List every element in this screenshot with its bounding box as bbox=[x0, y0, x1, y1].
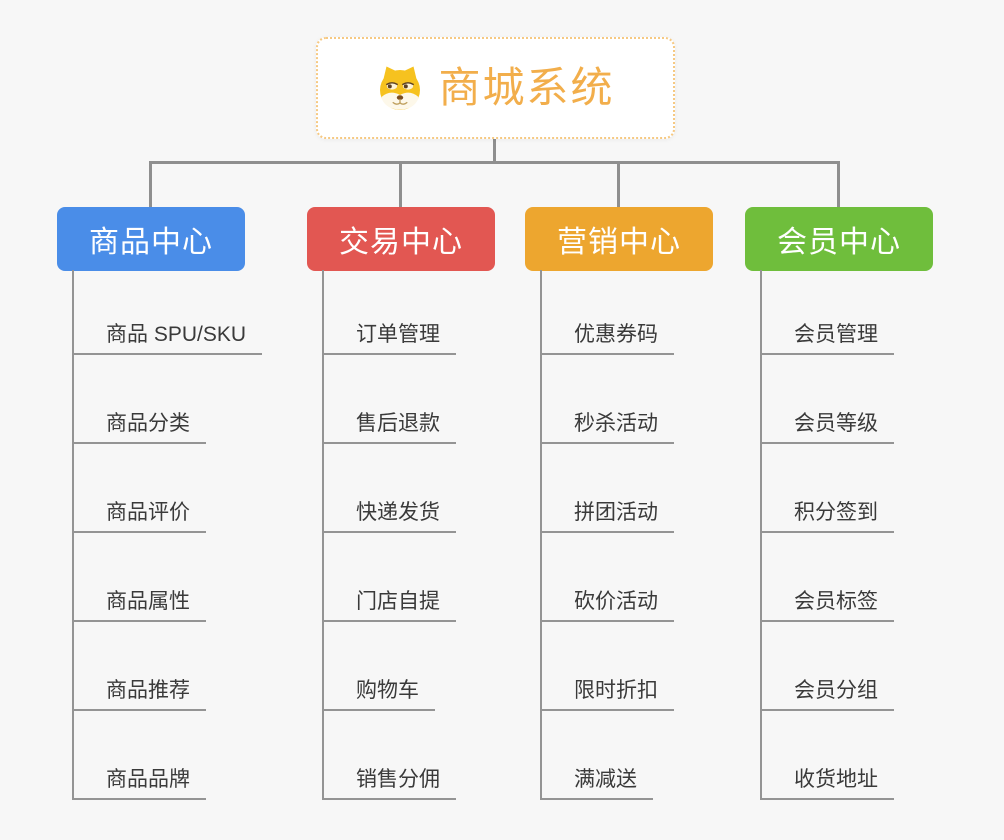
leaf-node[interactable]: 快递发货 bbox=[322, 493, 456, 533]
leaf-node[interactable]: 优惠券码 bbox=[540, 315, 674, 355]
leaf-node[interactable]: 积分签到 bbox=[760, 493, 894, 533]
drop-connector-marketing bbox=[617, 161, 620, 208]
branch-header-members[interactable]: 会员中心 bbox=[745, 207, 933, 271]
leaf-node[interactable]: 订单管理 bbox=[322, 315, 456, 355]
root-node[interactable]: 商城系统 bbox=[316, 37, 675, 139]
leaf-node[interactable]: 会员等级 bbox=[760, 404, 894, 444]
branch-header-products[interactable]: 商品中心 bbox=[57, 207, 245, 271]
leaf-node[interactable]: 会员分组 bbox=[760, 671, 894, 711]
dog-face-icon bbox=[380, 66, 421, 110]
leaf-node[interactable]: 购物车 bbox=[322, 671, 435, 711]
leaf-node[interactable]: 拼团活动 bbox=[540, 493, 674, 533]
leaf-node[interactable]: 售后退款 bbox=[322, 404, 456, 444]
leaf-node[interactable]: 商品推荐 bbox=[72, 671, 206, 711]
leaf-node[interactable]: 商品 SPU/SKU bbox=[72, 315, 263, 355]
leaf-node[interactable]: 商品评价 bbox=[72, 493, 206, 533]
drop-connector-products bbox=[149, 161, 152, 208]
leaf-node[interactable]: 会员管理 bbox=[760, 315, 894, 355]
leaf-node[interactable]: 商品属性 bbox=[72, 582, 206, 622]
leaf-node[interactable]: 商品分类 bbox=[72, 404, 206, 444]
leaf-node[interactable]: 限时折扣 bbox=[540, 671, 674, 711]
drop-connector-trade bbox=[399, 161, 402, 208]
branch-bus-connector bbox=[149, 161, 840, 164]
trunk-connector-members bbox=[760, 270, 762, 800]
leaf-node[interactable]: 收货地址 bbox=[760, 760, 894, 800]
trunk-connector-marketing bbox=[540, 270, 542, 800]
drop-connector-members bbox=[837, 161, 840, 208]
leaf-node[interactable]: 商品品牌 bbox=[72, 760, 206, 800]
leaf-node[interactable]: 秒杀活动 bbox=[540, 404, 674, 444]
trunk-connector-products bbox=[72, 270, 74, 800]
trunk-connector-trade bbox=[322, 270, 324, 800]
leaf-node[interactable]: 门店自提 bbox=[322, 582, 456, 622]
leaf-node[interactable]: 销售分佣 bbox=[322, 760, 456, 800]
branch-header-marketing[interactable]: 营销中心 bbox=[525, 207, 713, 271]
leaf-node[interactable]: 会员标签 bbox=[760, 582, 894, 622]
root-stem-connector bbox=[493, 139, 496, 164]
root-node-title: 商城系统 bbox=[438, 64, 615, 111]
leaf-node[interactable]: 满减送 bbox=[540, 760, 653, 800]
branch-header-trade[interactable]: 交易中心 bbox=[307, 207, 495, 271]
leaf-node[interactable]: 砍价活动 bbox=[540, 582, 674, 622]
